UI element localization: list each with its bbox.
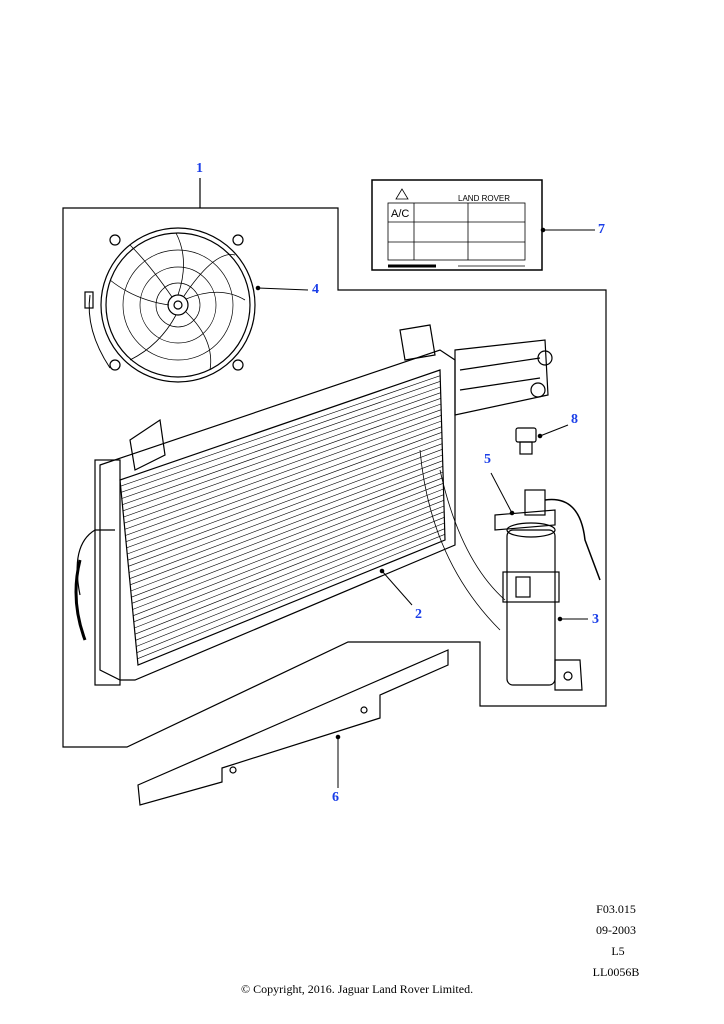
condenser-fin [133,500,444,623]
label-brand: LAND ROVER [458,194,510,203]
warning-triangle-icon [395,188,409,200]
condenser-fin [123,403,442,518]
condenser-fin [136,522,445,647]
seal-strip [137,649,449,806]
condenser-fin [127,443,443,561]
callout-6[interactable]: 6 [332,790,339,805]
callout-7[interactable]: 7 [598,222,605,237]
condenser-fin [127,437,443,555]
callout-1[interactable]: 1 [196,161,203,176]
condenser-fin [126,432,442,549]
figure-level: L5 [611,944,625,958]
condenser-fin [131,483,444,604]
condenser-fin [120,375,441,487]
callout-3[interactable]: 3 [592,612,599,627]
condenser-fin [128,449,443,567]
callout-4[interactable]: 4 [312,282,319,297]
condenser-fin [122,392,441,505]
condenser-fin [130,466,443,586]
receiver-drier [494,489,583,691]
condenser-fin [131,477,444,598]
condenser-fin [137,534,445,660]
illustration-id: LL0056B [592,965,640,979]
figure-number: F03.015 [596,902,636,916]
condenser-fin [129,460,443,579]
callout-8[interactable]: 8 [571,412,578,427]
condenser-fin [121,386,441,499]
figure-date: 09-2003 [596,923,636,937]
ac-label-plate: LAND ROVER A/C [371,179,543,271]
condenser-fin [125,420,442,536]
pressure-switch [515,427,537,455]
condenser-fin [133,494,444,616]
condenser-fin [122,398,441,512]
condenser-fin [124,409,442,524]
condenser-fin [134,511,445,635]
condenser-fin [134,505,445,629]
condenser-fin [128,454,443,573]
condenser-fin [135,517,445,641]
condenser [74,324,553,686]
copyright: © Copyright, 2016. Jaguar Land Rover Lim… [241,982,474,996]
condenser-fin [132,488,444,610]
cooling-fan [84,227,256,383]
condenser-fin [130,471,444,592]
condenser-fin [125,426,442,542]
callout-5[interactable]: 5 [484,452,491,467]
condenser-fin [124,415,442,530]
callout-2[interactable]: 2 [415,607,422,622]
condenser-fin [121,381,441,493]
assembly-bracket [62,178,607,748]
label-system: A/C [391,208,409,220]
condenser-fin [136,528,445,653]
